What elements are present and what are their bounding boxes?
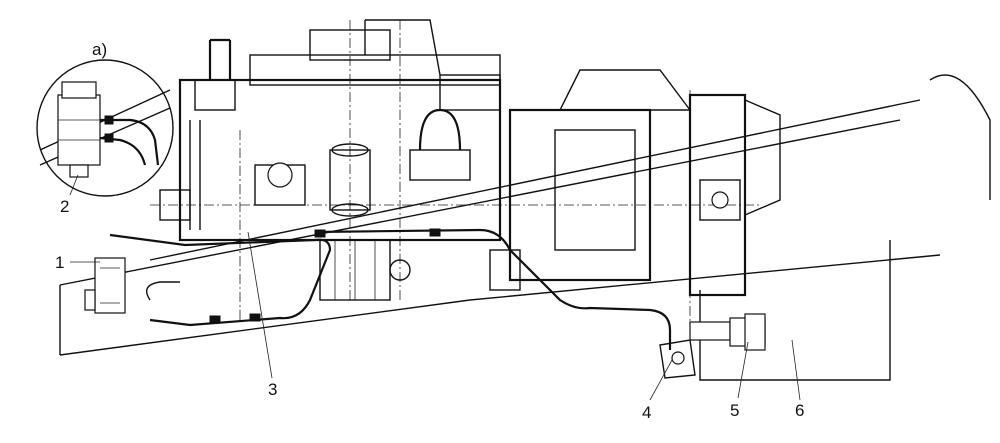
- callout-6: 6: [795, 401, 804, 420]
- callout-2: 2: [60, 197, 69, 216]
- inset-detail-a: [36, 59, 174, 197]
- callout-3: 3: [268, 380, 277, 399]
- center-lines: [150, 20, 760, 330]
- air-duct: [364, 19, 441, 76]
- inset-label: a): [92, 40, 107, 59]
- body-panel: [699, 240, 891, 381]
- callout-1: 1: [55, 253, 64, 272]
- component-1-filter: [84, 257, 126, 314]
- component-4-valve: [659, 339, 696, 379]
- transmission-housing: [508, 69, 781, 297]
- pipeline: [109, 228, 672, 350]
- component-5-pump: [689, 313, 766, 351]
- chassis-frame: [59, 74, 991, 356]
- callout-4: 4: [642, 403, 651, 422]
- leader-lines: [69, 174, 801, 401]
- engine-block: [159, 29, 521, 301]
- callout-5: 5: [730, 401, 739, 420]
